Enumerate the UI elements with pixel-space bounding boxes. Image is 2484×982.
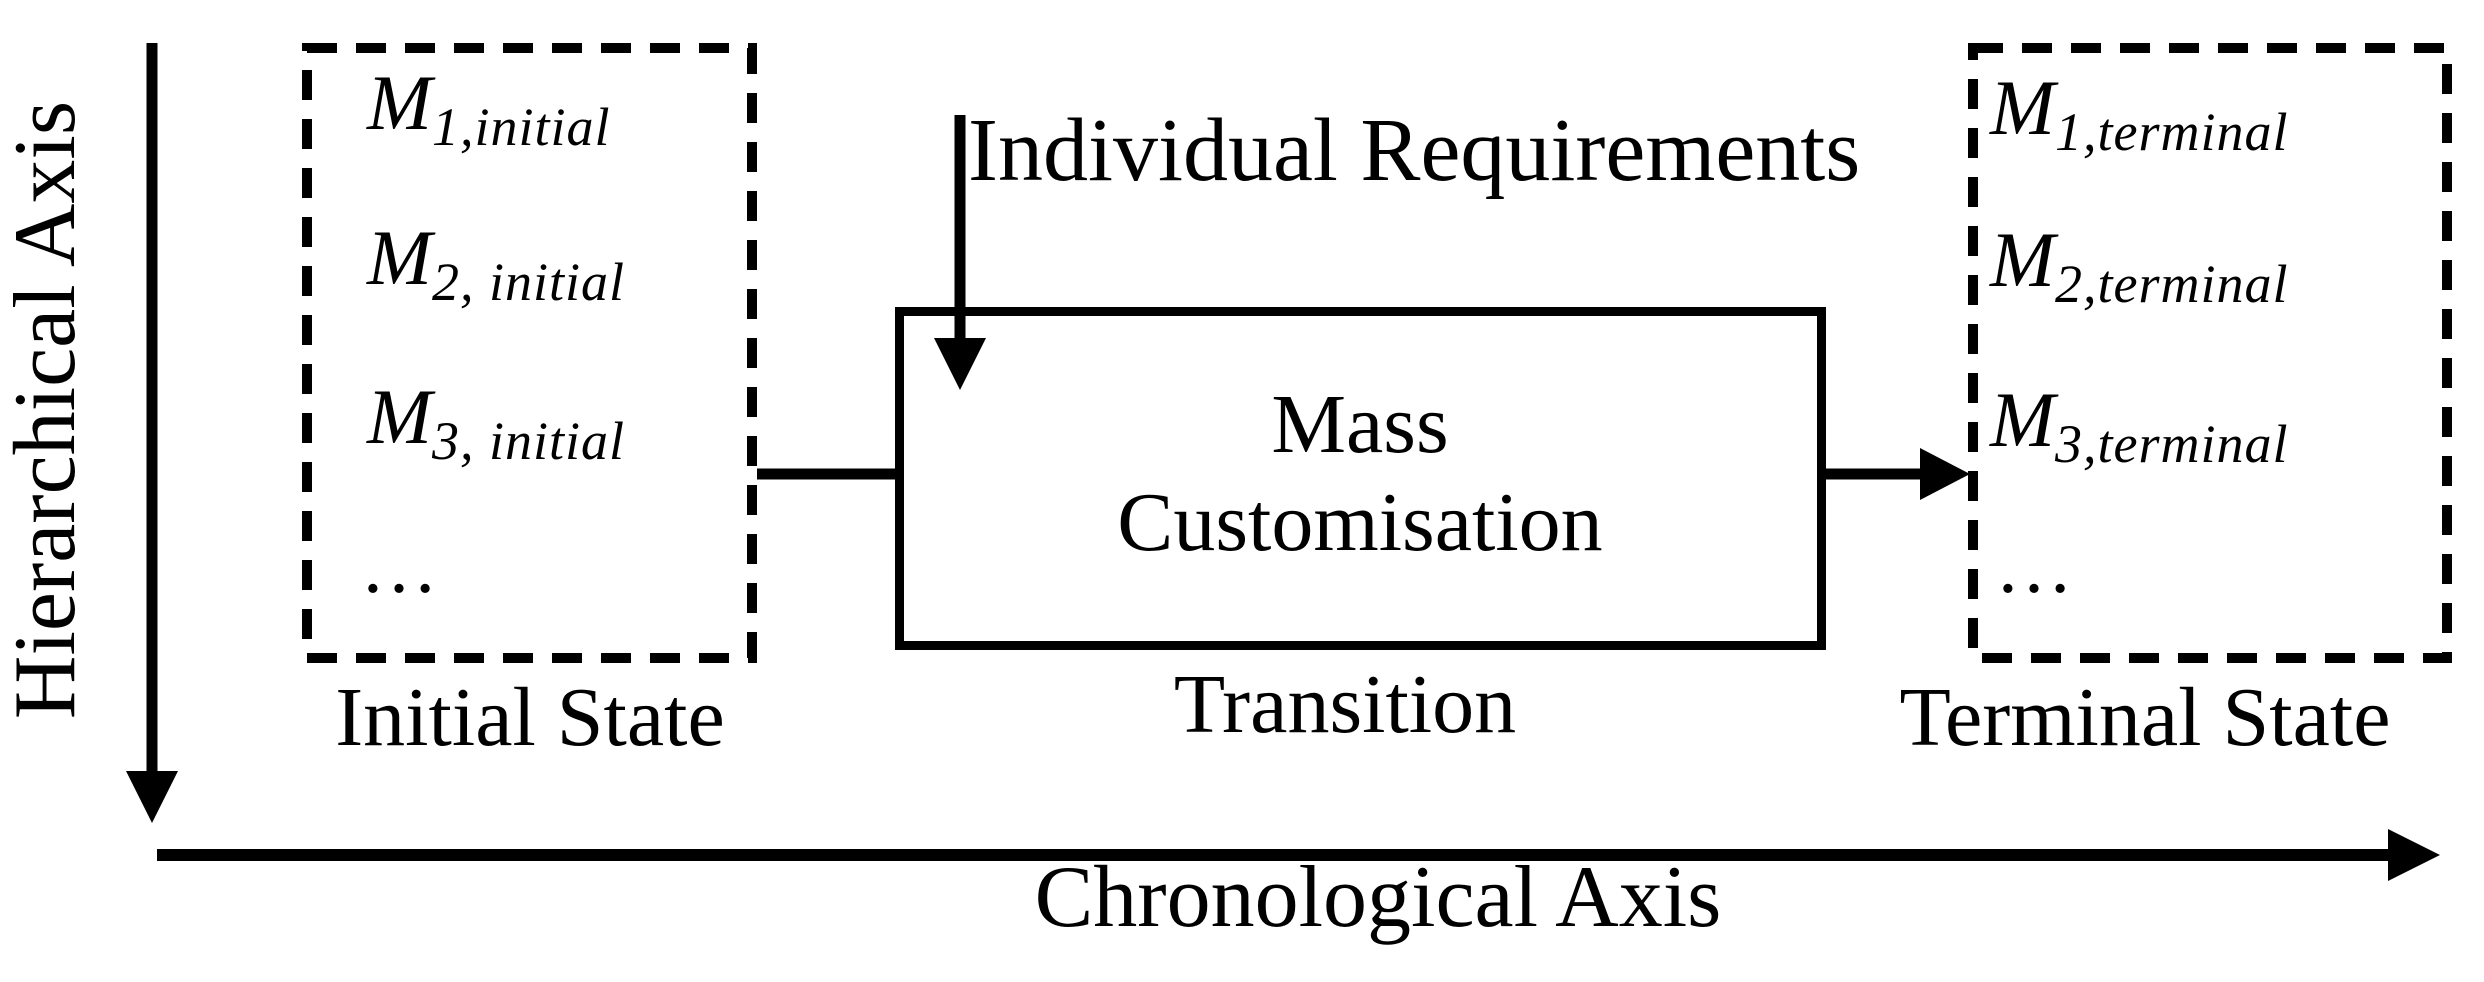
individual-requirements-label: Individual Requirements: [968, 101, 1861, 200]
module-subscript: 3, initial: [431, 411, 625, 471]
module-label-initial-3: M3, initial: [367, 378, 625, 471]
terminal-state-box: [1968, 43, 2452, 663]
module-label-initial-2: M2, initial: [367, 219, 625, 312]
module-base: M: [367, 59, 432, 146]
initial-state-ellipsis: …: [360, 522, 448, 609]
module-subscript: 1,initial: [431, 97, 611, 157]
module-subscript: 1,terminal: [2054, 102, 2289, 162]
terminal-state-caption: Terminal State: [1899, 671, 2391, 764]
individual-requirements-arrowhead-icon: [934, 338, 986, 390]
transition-box-title-line2: Customisation: [1117, 476, 1603, 569]
module-label-terminal-2: M2,terminal: [1990, 221, 2289, 314]
transition-box: [895, 307, 1826, 650]
module-label-terminal-1: M1,terminal: [1990, 69, 2289, 162]
chronological-axis-arrowhead-icon: [2388, 829, 2440, 881]
hierarchical-axis-arrowhead-icon: [126, 771, 178, 823]
transition-box-title-line1: Mass: [1271, 378, 1449, 471]
chronological-axis-label: Chronological Axis: [1034, 849, 1722, 946]
initial-state-caption: Initial State: [335, 671, 725, 764]
module-label-initial-1: M1,initial: [367, 64, 611, 157]
transition-box-title: Mass Customisation: [899, 376, 1821, 572]
module-subscript: 2,terminal: [2054, 254, 2289, 314]
module-subscript: 3,terminal: [2054, 414, 2289, 474]
initial-state-box: [302, 43, 757, 663]
module-base: M: [367, 373, 432, 460]
module-base: M: [1990, 216, 2055, 303]
connector-transition-to-terminal-arrowhead-icon: [1920, 448, 1970, 500]
module-subscript: 2, initial: [431, 252, 625, 312]
terminal-state-ellipsis: …: [1995, 522, 2083, 609]
module-base: M: [1990, 64, 2055, 151]
transition-caption: Transition: [1173, 658, 1517, 751]
module-label-terminal-3: M3,terminal: [1990, 381, 2289, 474]
module-base: M: [1990, 376, 2055, 463]
hierarchical-axis-label: Hierarchical Axis: [0, 100, 94, 720]
module-base: M: [367, 214, 432, 301]
